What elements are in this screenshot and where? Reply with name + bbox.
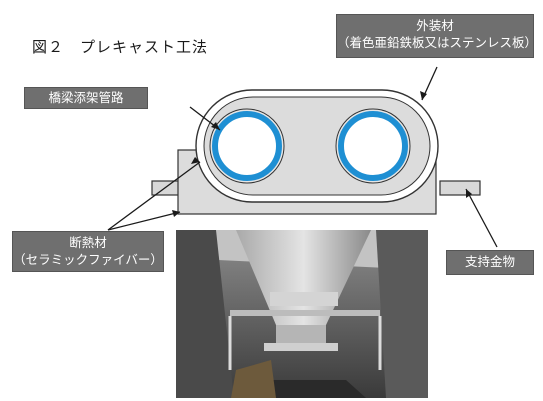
pipe-label-text: 橋梁添架管路 — [48, 90, 124, 105]
outer-cover-label-line2: （着色亜鉛鉄板又はステンレス板） — [337, 35, 538, 50]
insulation-arrowhead-2 — [172, 210, 180, 217]
outer-cover-label-line1: 外装材 — [416, 18, 454, 33]
pipe-label: 橋梁添架管路 — [24, 87, 148, 109]
insulation-leader-line-1 — [107, 161, 201, 231]
right-pipe — [338, 111, 408, 181]
insulation-arrowhead-1 — [191, 157, 200, 164]
insulation-leader-line-2 — [107, 211, 181, 231]
insulation-label-line1: 断熱材 — [69, 235, 107, 250]
support-label: 支持金物 — [446, 250, 534, 275]
insulation-label-line2: （セラミックファイバー） — [13, 252, 163, 267]
support-leader-line — [465, 188, 498, 248]
left-pipe — [212, 111, 282, 181]
cover-arrowhead — [420, 91, 427, 100]
pipe-arrowhead — [211, 122, 220, 130]
figure-title: 図２ プレキャスト工法 — [32, 38, 209, 56]
support-label-text: 支持金物 — [464, 254, 515, 269]
installed-pipe-photo — [176, 230, 428, 398]
support-arrowhead — [466, 189, 472, 198]
right-support-bracket — [439, 180, 481, 196]
insulation-label: 断熱材 （セラミックファイバー） — [12, 231, 164, 272]
outer-cover-label: 外装材 （着色亜鉛鉄板又はステンレス板） — [336, 14, 538, 58]
